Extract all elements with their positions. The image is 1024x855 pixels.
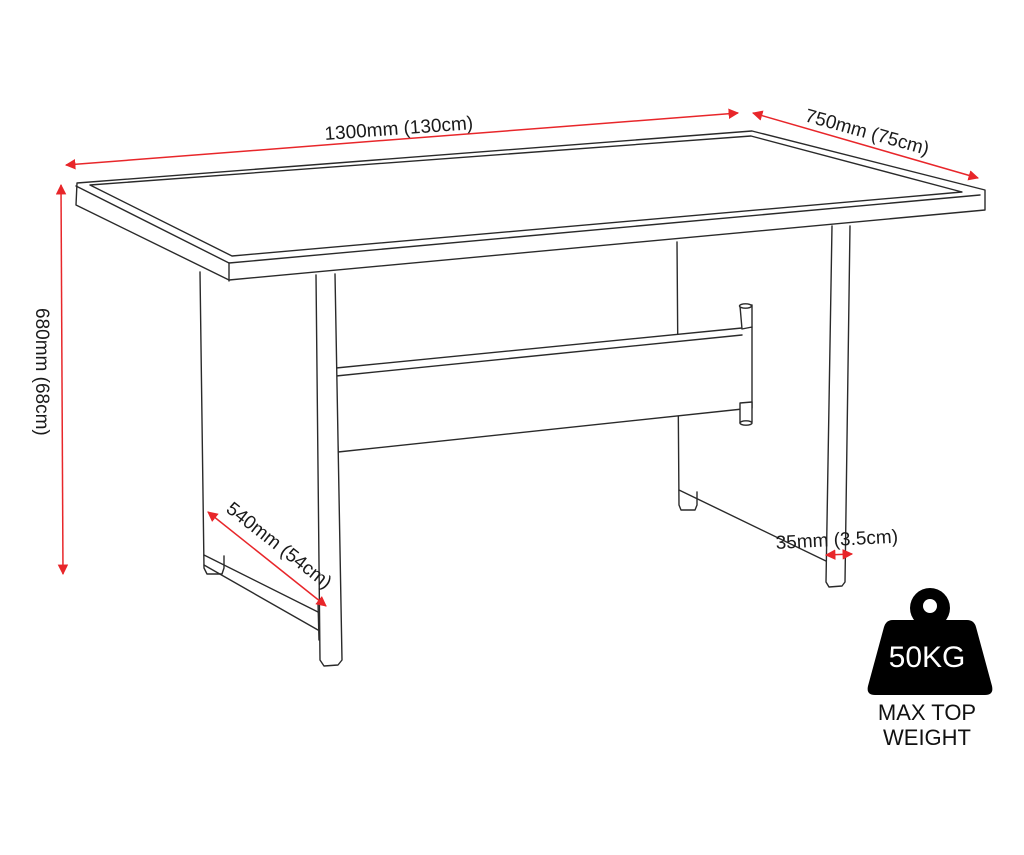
weight-value: 50KG xyxy=(889,641,966,674)
width-dimension-arrow xyxy=(751,110,980,181)
leg-depth-dimension-arrow xyxy=(207,511,327,607)
length-label: 1300mm (130cm) xyxy=(324,113,474,145)
front-left-leg xyxy=(203,273,343,667)
weight-caption-line1: MAX TOP xyxy=(878,700,976,725)
table-illustration xyxy=(75,130,986,667)
height-label: 680mm (68cm) xyxy=(31,308,52,436)
length-dimension-arrow xyxy=(64,108,740,170)
max-weight-badge: 50KG MAX TOP WEIGHT xyxy=(867,588,993,750)
leg-thickness-dimension-arrow xyxy=(824,549,854,560)
weight-caption-line2: WEIGHT xyxy=(883,725,971,750)
leg-thickness-label: 35mm (3.5cm) xyxy=(775,527,898,554)
dimension-arrows xyxy=(55,108,980,607)
stretcher-beam xyxy=(335,303,753,453)
weight-icon xyxy=(867,588,993,695)
height-dimension-arrow xyxy=(55,183,69,576)
front-right-leg xyxy=(825,225,851,588)
